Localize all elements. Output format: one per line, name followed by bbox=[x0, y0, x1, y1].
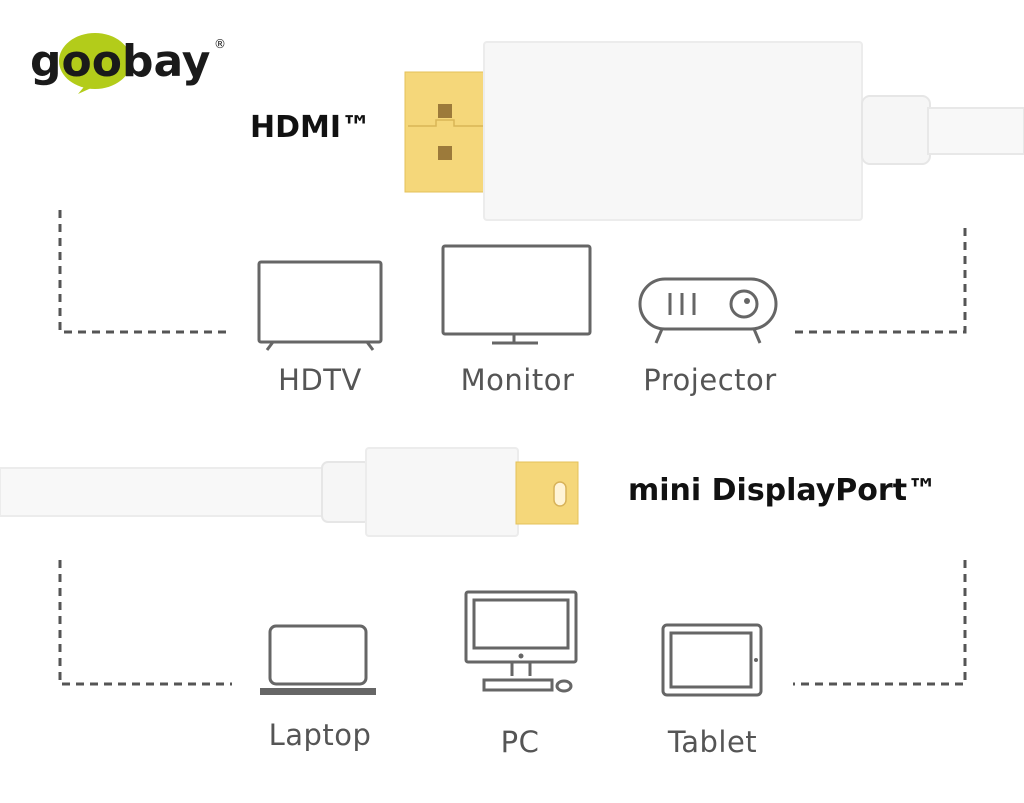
top-bracket-lines bbox=[58, 210, 967, 334]
tv-icon bbox=[257, 260, 383, 351]
hdmi-label: HDMI™ bbox=[250, 110, 372, 145]
logo-wordmark: goobay bbox=[30, 36, 210, 87]
laptop-icon bbox=[260, 624, 376, 695]
mini-displayport-cable-illustration bbox=[0, 447, 579, 537]
tablet-icon bbox=[661, 623, 763, 697]
desktop-pc-icon bbox=[464, 590, 578, 693]
device-label-projector: Projector bbox=[643, 363, 777, 397]
logo-registered-mark: ® bbox=[214, 37, 226, 51]
mini-displayport-label: mini DisplayPort™ bbox=[628, 473, 938, 508]
projector-icon bbox=[638, 277, 778, 344]
logo-bubble bbox=[59, 33, 131, 89]
device-label-tablet: Tablet bbox=[667, 725, 758, 759]
brand-logo: goobay ® bbox=[30, 33, 226, 94]
device-label-monitor: Monitor bbox=[460, 363, 575, 397]
device-label-pc: PC bbox=[500, 725, 540, 759]
device-label-hdtv: HDTV bbox=[278, 363, 362, 397]
bottom-bracket-lines bbox=[58, 560, 967, 686]
device-label-laptop: Laptop bbox=[268, 718, 372, 752]
hdmi-cable-illustration bbox=[404, 41, 1024, 221]
monitor-icon bbox=[441, 244, 592, 345]
